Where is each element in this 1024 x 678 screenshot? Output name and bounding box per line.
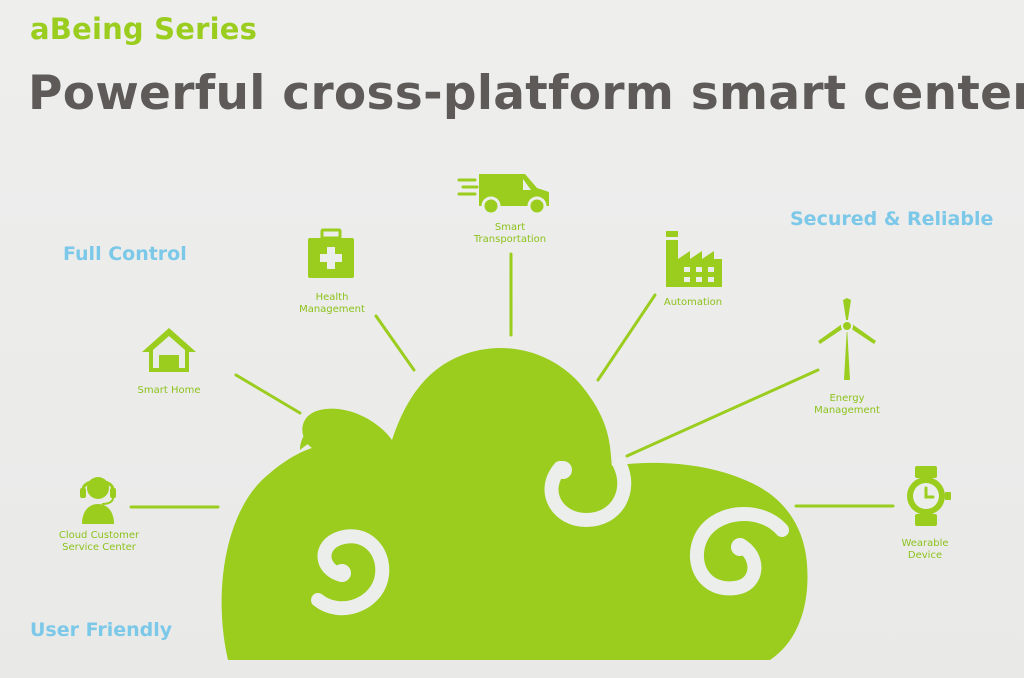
feature-user-friendly: User Friendly bbox=[30, 619, 173, 641]
node-label-smart-home: Smart Home bbox=[137, 385, 201, 396]
connector-health bbox=[374, 314, 416, 372]
wristwatch-icon bbox=[907, 466, 951, 526]
headset-agent-icon bbox=[80, 477, 116, 524]
feature-full-control: Full Control bbox=[63, 243, 187, 265]
node-label-energy: Energy Management bbox=[814, 393, 880, 416]
connector-energy bbox=[625, 368, 820, 458]
node-label-wearable: Wearable Device bbox=[901, 538, 949, 561]
node-label-automation: Automation bbox=[663, 297, 723, 308]
node-label-health: Health Management bbox=[299, 292, 365, 315]
wind-turbine-icon bbox=[818, 298, 876, 380]
feature-secured-reliable: Secured & Reliable bbox=[790, 208, 994, 230]
delivery-van-icon bbox=[457, 174, 549, 216]
page-title: Powerful cross-platform smart center bbox=[28, 66, 1024, 121]
node-label-transport: Smart Transportation bbox=[473, 222, 547, 245]
first-aid-kit-icon bbox=[308, 228, 354, 278]
house-icon bbox=[142, 328, 196, 372]
node-label-cloud-service: Cloud Customer Service Center bbox=[58, 530, 140, 553]
factory-icon bbox=[666, 231, 722, 287]
connector-smart-home bbox=[234, 373, 302, 415]
series-title: aBeing Series bbox=[30, 12, 258, 46]
connector-automation bbox=[596, 293, 657, 382]
